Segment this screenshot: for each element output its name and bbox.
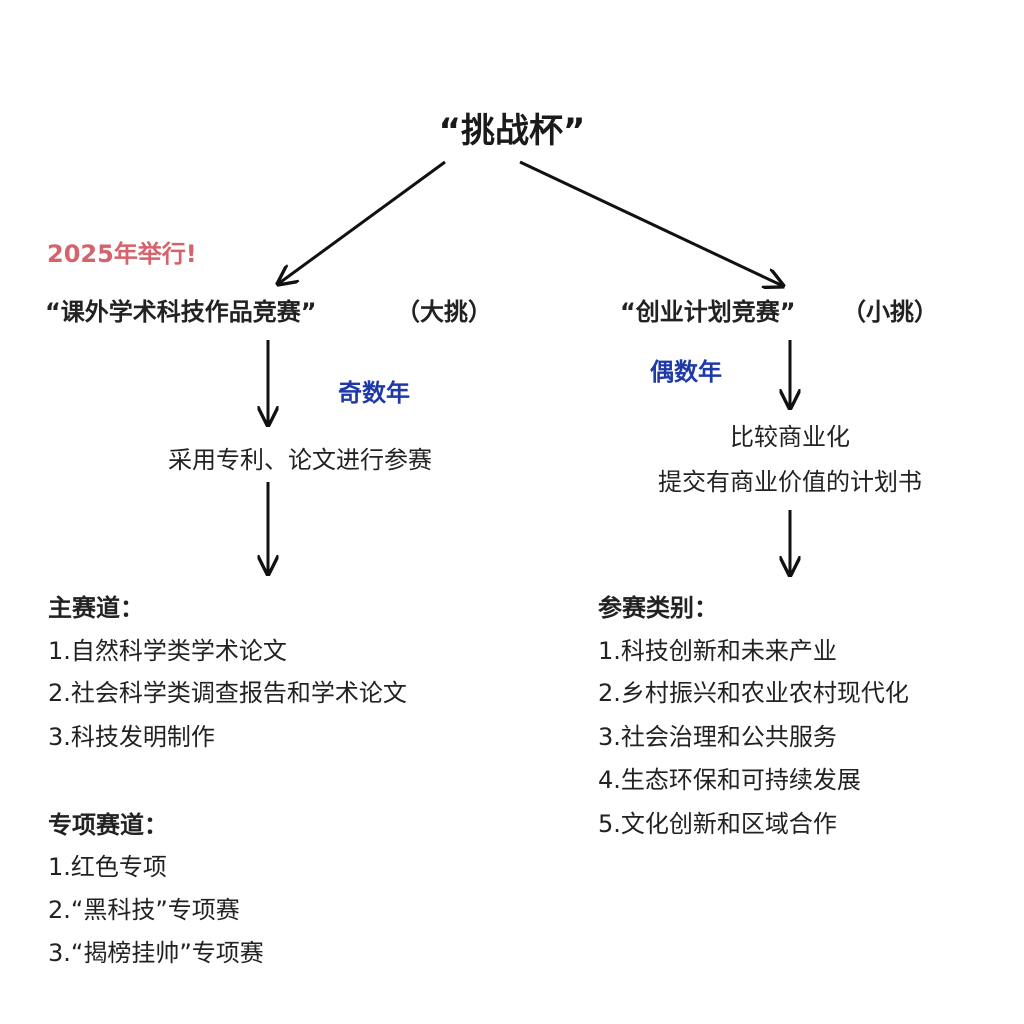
diagram-title: “挑战杯” <box>438 111 586 151</box>
right-year: 偶数年 <box>650 358 722 386</box>
categories-label: 参赛类别： <box>598 594 718 622</box>
right-heading: “创业计划竞赛” <box>620 298 796 326</box>
special-track-label: 专项赛道： <box>48 811 168 839</box>
right-desc-2: 提交有商业价值的计划书 <box>658 468 922 496</box>
left-tag: （大挑） <box>396 298 492 326</box>
list-item: 3.社会治理和公共服务 <box>598 723 837 751</box>
main-track-label: 主赛道： <box>48 594 144 622</box>
list-item: 2.社会科学类调查报告和学术论文 <box>48 679 407 707</box>
right-desc-1: 比较商业化 <box>730 423 850 451</box>
left-method: 采用专利、论文进行参赛 <box>168 446 432 474</box>
arrow-to-left-branch <box>278 160 446 284</box>
left-year: 奇数年 <box>338 379 410 407</box>
list-item: 2.“黑科技”专项赛 <box>48 896 240 924</box>
list-item: 4.生态环保和可持续发展 <box>598 766 861 794</box>
year-note: 2025年举行! <box>47 240 197 268</box>
list-item: 2.乡村振兴和农业农村现代化 <box>598 679 909 707</box>
list-item: 1.科技创新和未来产业 <box>598 637 837 665</box>
list-item: 3.科技发明制作 <box>48 723 215 751</box>
left-heading: “课外学术科技作品竞赛” <box>45 298 317 326</box>
list-item: 1.红色专项 <box>48 853 167 881</box>
arrow-to-right-branch <box>519 160 783 286</box>
list-item: 3.“揭榜挂帅”专项赛 <box>48 939 264 967</box>
list-item: 5.文化创新和区域合作 <box>598 810 837 838</box>
list-item: 1.自然科学类学术论文 <box>48 637 287 665</box>
right-tag: （小挑） <box>842 298 938 326</box>
